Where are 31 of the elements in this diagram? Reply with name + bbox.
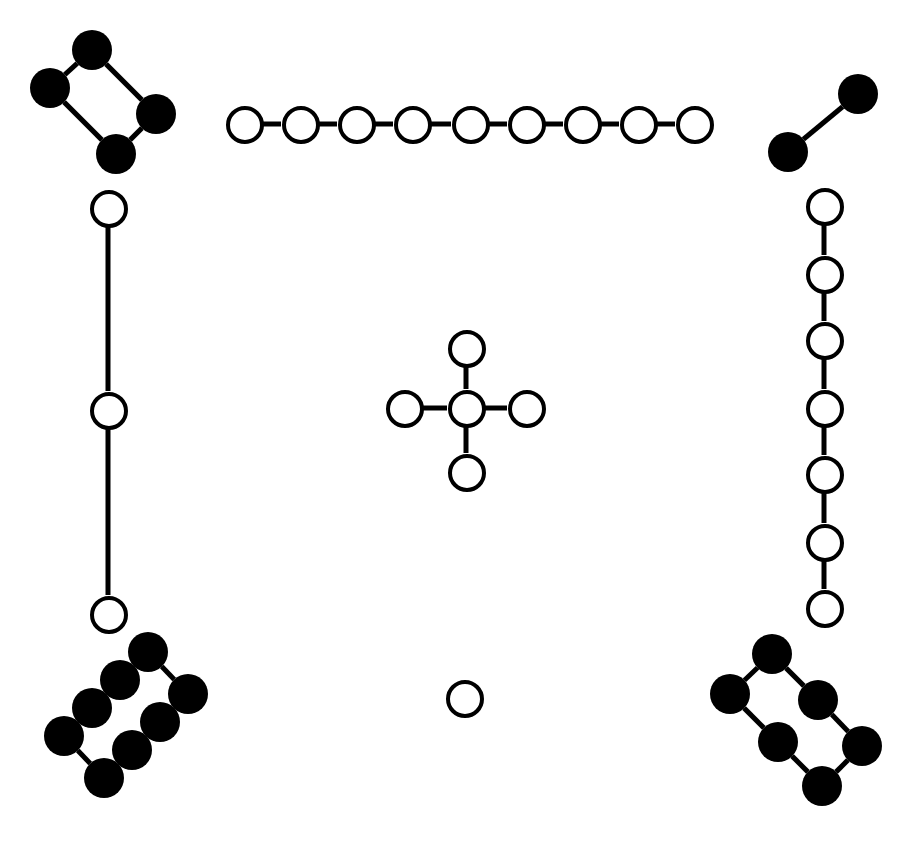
connector-line: [545, 121, 563, 127]
connector-line: [830, 712, 850, 734]
connector-line: [821, 561, 827, 589]
connector-line: [463, 367, 469, 389]
connector-line: [821, 359, 827, 389]
connector-line: [742, 665, 760, 683]
connector-line: [463, 427, 469, 453]
connector-line: [485, 405, 507, 411]
connector-line: [105, 227, 111, 391]
connector-line: [489, 121, 507, 127]
connector-line: [159, 664, 177, 682]
connector-line: [784, 666, 806, 688]
connector-line: [105, 429, 111, 595]
connector-line: [63, 61, 79, 77]
connector-line: [423, 405, 447, 411]
connector-line: [657, 121, 675, 127]
connector-line: [821, 493, 827, 523]
connector-line: [790, 754, 810, 774]
connector-line: [62, 100, 104, 142]
connector-line: [821, 225, 827, 255]
connector-line: [821, 293, 827, 321]
connector-line: [319, 121, 337, 127]
connector-line: [821, 427, 827, 455]
connector-line: [431, 121, 451, 127]
connector-line: [75, 748, 93, 766]
connector-line: [104, 62, 144, 102]
connector-line: [742, 706, 766, 730]
connector-line: [263, 121, 281, 127]
connector-line: [601, 121, 619, 127]
connector-line: [375, 121, 393, 127]
connector-line: [801, 104, 845, 142]
